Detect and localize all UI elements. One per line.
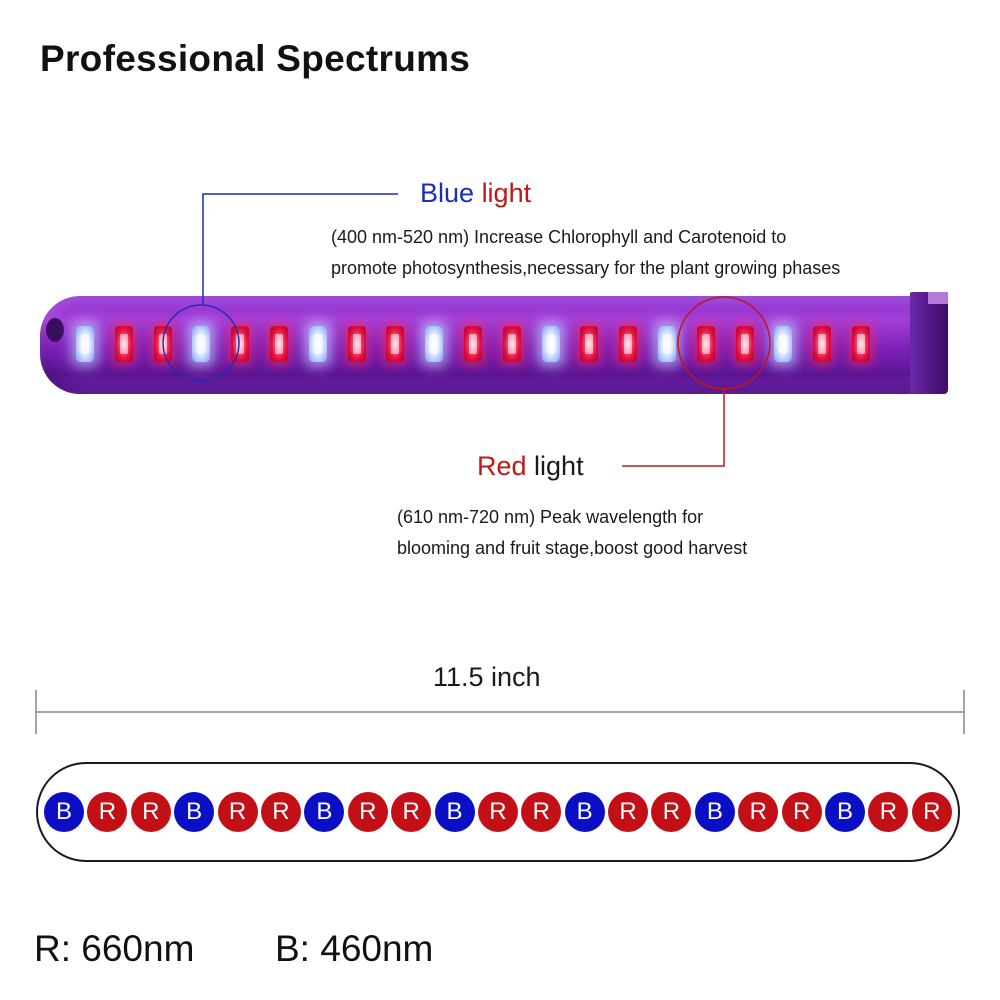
blue-led-dot: B xyxy=(434,792,475,832)
red-led-dot: R xyxy=(347,792,388,832)
strip-red-led xyxy=(735,326,754,362)
blue-description-line-2: promote photosynthesis,necessary for the… xyxy=(331,258,841,278)
blue-led-dot: B xyxy=(304,792,345,832)
red-led-dot: R xyxy=(130,792,171,832)
page-title: Professional Spectrums xyxy=(40,38,471,79)
strip-red-led xyxy=(386,326,405,362)
red-led-dot: R xyxy=(738,792,779,832)
strip-end-cap xyxy=(910,292,948,394)
blue-heading-light-word: light xyxy=(481,178,532,208)
red-light-description: (610 nm-720 nm) Peak wavelength for bloo… xyxy=(397,502,747,564)
red-word: Red xyxy=(477,451,527,481)
strip-red-led xyxy=(502,326,521,362)
red-light-heading: Red light xyxy=(477,453,584,480)
red-led-dot: R xyxy=(608,792,649,832)
strip-red-led xyxy=(231,326,250,362)
red-wavelength-label: R: 660nm xyxy=(34,928,195,969)
blue-led-dot: B xyxy=(825,792,866,832)
blue-light-heading: Blue light xyxy=(420,180,531,207)
strip-red-led xyxy=(114,326,133,362)
red-led-dot: R xyxy=(87,792,128,832)
red-led-dot: R xyxy=(477,792,518,832)
red-led-dot: R xyxy=(651,792,692,832)
blue-led-highlight-circle xyxy=(162,304,240,382)
blue-led-dot: B xyxy=(44,792,84,832)
red-led-highlight-circle xyxy=(677,296,771,390)
blue-description-line-1: (400 nm-520 nm) Increase Chlorophyll and… xyxy=(331,227,787,247)
blue-led-dot: B xyxy=(174,792,215,832)
led-arrangement-diagram xyxy=(36,762,960,862)
strip-blue-led xyxy=(774,326,793,362)
red-heading-light-word: light xyxy=(534,451,584,481)
strip-red-led xyxy=(347,326,366,362)
strip-red-led xyxy=(619,326,638,362)
strip-red-led xyxy=(464,326,482,362)
strip-red-led xyxy=(813,326,832,362)
strip-mounting-hole xyxy=(46,318,64,342)
blue-led-dot: B xyxy=(694,792,735,832)
blue-led-dot: B xyxy=(564,792,605,832)
blue-light-description: (400 nm-520 nm) Increase Chlorophyll and… xyxy=(331,222,840,284)
strip-blue-led xyxy=(192,326,211,362)
strip-blue-led xyxy=(425,326,444,362)
blue-callout-line xyxy=(202,193,398,305)
red-led-dot: R xyxy=(521,792,562,832)
red-led-dot: R xyxy=(260,792,301,832)
red-led-dot: R xyxy=(781,792,822,832)
length-label: 11.5 inch xyxy=(433,662,541,692)
red-led-dot: R xyxy=(217,792,258,832)
red-description-line-1: (610 nm-720 nm) Peak wavelength for xyxy=(397,507,704,527)
strip-blue-led xyxy=(658,326,676,362)
strip-blue-led xyxy=(541,326,560,362)
strip-connector-tab xyxy=(928,292,948,304)
red-led-dot: R xyxy=(391,792,432,832)
red-description-line-2: blooming and fruit stage,boost good harv… xyxy=(397,538,748,558)
strip-red-led xyxy=(696,326,715,362)
red-led-dot: R xyxy=(868,792,909,832)
red-led-dot: R xyxy=(911,792,952,832)
strip-blue-led xyxy=(308,326,327,362)
strip-red-led xyxy=(580,326,599,362)
red-callout-line xyxy=(622,389,725,467)
strip-blue-led xyxy=(76,326,94,362)
strip-red-led xyxy=(852,326,870,362)
strip-red-led xyxy=(270,326,288,362)
blue-word: Blue xyxy=(420,178,475,208)
blue-wavelength-label: B: 460nm xyxy=(275,928,434,969)
